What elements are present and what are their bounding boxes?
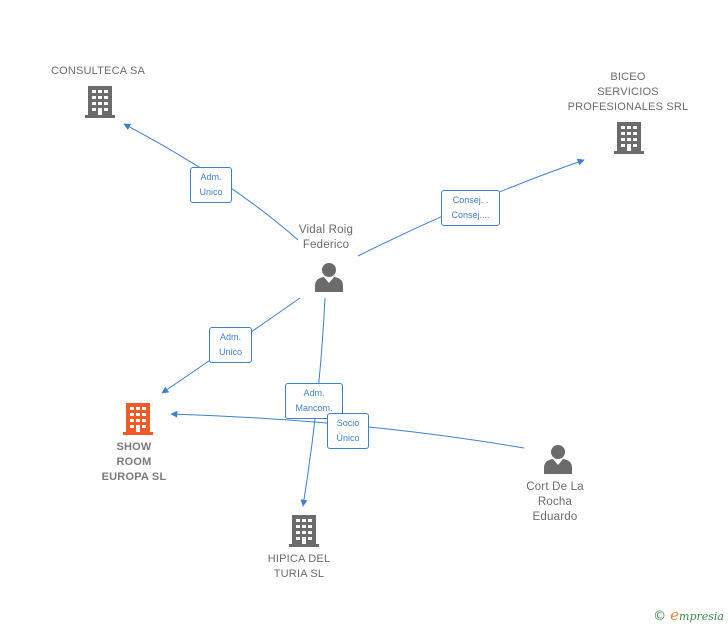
node-label-biceo[interactable]: BICEO SERVICIOS PROFESIONALES SRL [567, 71, 689, 113]
node-label-cort[interactable]: Cort De La Rocha Eduardo [526, 481, 584, 523]
building-icon-showroom[interactable] [123, 403, 153, 435]
building-icon-biceo[interactable] [614, 122, 644, 154]
edge-label-cort-showroom[interactable]: Socio Único [327, 413, 369, 449]
brand-name: mpresia [679, 610, 724, 623]
person-icon-cort[interactable] [544, 445, 572, 474]
node-label-consulteca[interactable]: CONSULTECA SA [50, 65, 146, 77]
brand-initial: e [670, 606, 680, 624]
edge-label-vidal-showroom[interactable]: Adm. Unico [209, 327, 252, 363]
empresia-watermark: ©empresia [653, 606, 724, 624]
edge-label-vidal-consulteca[interactable]: Adm. Unico [190, 167, 232, 203]
person-icon-vidal[interactable] [315, 263, 343, 292]
node-label-hipica[interactable]: HIPICA DEL TURIA SL [267, 553, 331, 580]
node-label-vidal[interactable]: Vidal Roig Federico [298, 224, 354, 251]
building-icon-consulteca[interactable] [85, 86, 115, 118]
copyright-symbol: © [653, 609, 667, 624]
building-icon-hipica[interactable] [289, 515, 319, 547]
edge-label-vidal-biceo[interactable]: Consej. . Consej.... [441, 190, 500, 226]
node-label-showroom[interactable]: SHOW ROOM EUROPA SL [101, 441, 167, 483]
